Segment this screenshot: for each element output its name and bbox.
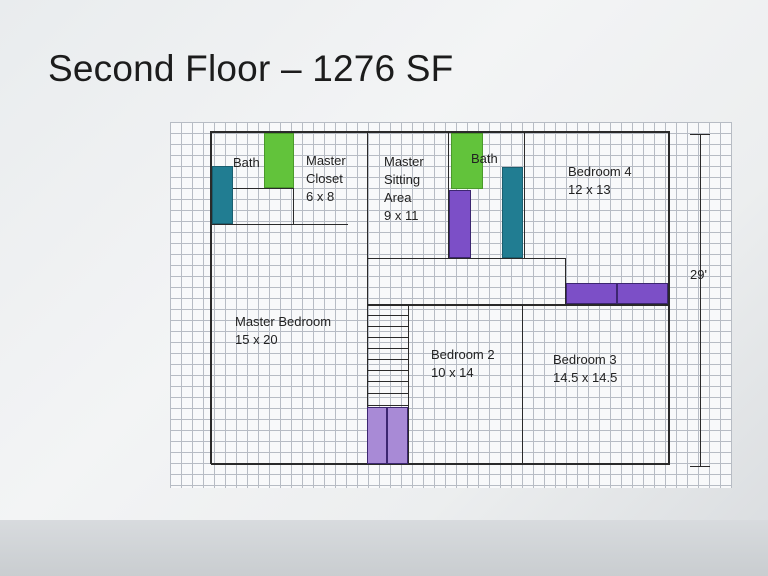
room-label-bath-right: Bath [471,151,498,166]
wall-left [210,131,212,464]
stair-tread [367,326,408,327]
stair-tread [367,393,408,394]
dimension-line [700,134,701,467]
closet-fixture-bedroom4-left [566,283,617,304]
room-label-bedroom2: Bedroom 2 10 x 14 [431,347,495,380]
room-label-master-bedroom: Master Bedroom 15 x 20 [235,314,332,347]
closet-fixture-stair-left [367,407,387,464]
stair-tread [367,315,408,316]
wall-sitting-left [367,133,368,464]
page-title: Second Floor – 1276 SF [48,48,454,89]
room-label-bedroom3: Bedroom 3 14.5 x 14.5 [553,352,618,385]
stair-tread [367,359,408,360]
bath-fixture-counter [264,133,294,188]
wall-bath-inner [233,188,294,189]
wall-bottom [211,463,669,465]
room-label-bath-left: Bath [233,155,260,170]
monitor-bezel [0,520,768,576]
closet-fixture-left [449,190,471,258]
wall-bath-closet-bottom [212,224,348,225]
closet-fixture-stair-right [387,407,408,464]
dimension-tick-bottom [690,466,710,467]
room-label-master-sitting: Master Sitting Area 9 x 11 [384,154,424,223]
stair-tread [367,370,408,371]
wall-right [668,131,670,465]
stair-tread [367,405,408,406]
wall-top [211,131,669,133]
stair-tread [367,348,408,349]
wall-bedroom2-3-divider [522,305,523,464]
room-label-master-closet: Master Closet 6 x 8 [306,153,346,204]
bath-fixture-tub [212,166,233,224]
wall-bath-right-left [448,133,449,259]
dimension-label: 29' [690,267,707,282]
wall-hall-top [367,258,565,259]
bath-fixture-counter-right [451,133,483,189]
wall-hall-bottom [367,304,669,306]
stair-tread [367,381,408,382]
wall-bedroom2-left [408,305,409,464]
stair-tread [367,337,408,338]
bath-fixture-shower [502,167,523,258]
dimension-tick-top [690,134,710,135]
wall-hall-step [565,258,566,305]
wall-bath-right-right [524,133,525,259]
closet-fixture-bedroom4-right [617,283,668,304]
room-label-bedroom4: Bedroom 4 12 x 13 [568,164,632,197]
